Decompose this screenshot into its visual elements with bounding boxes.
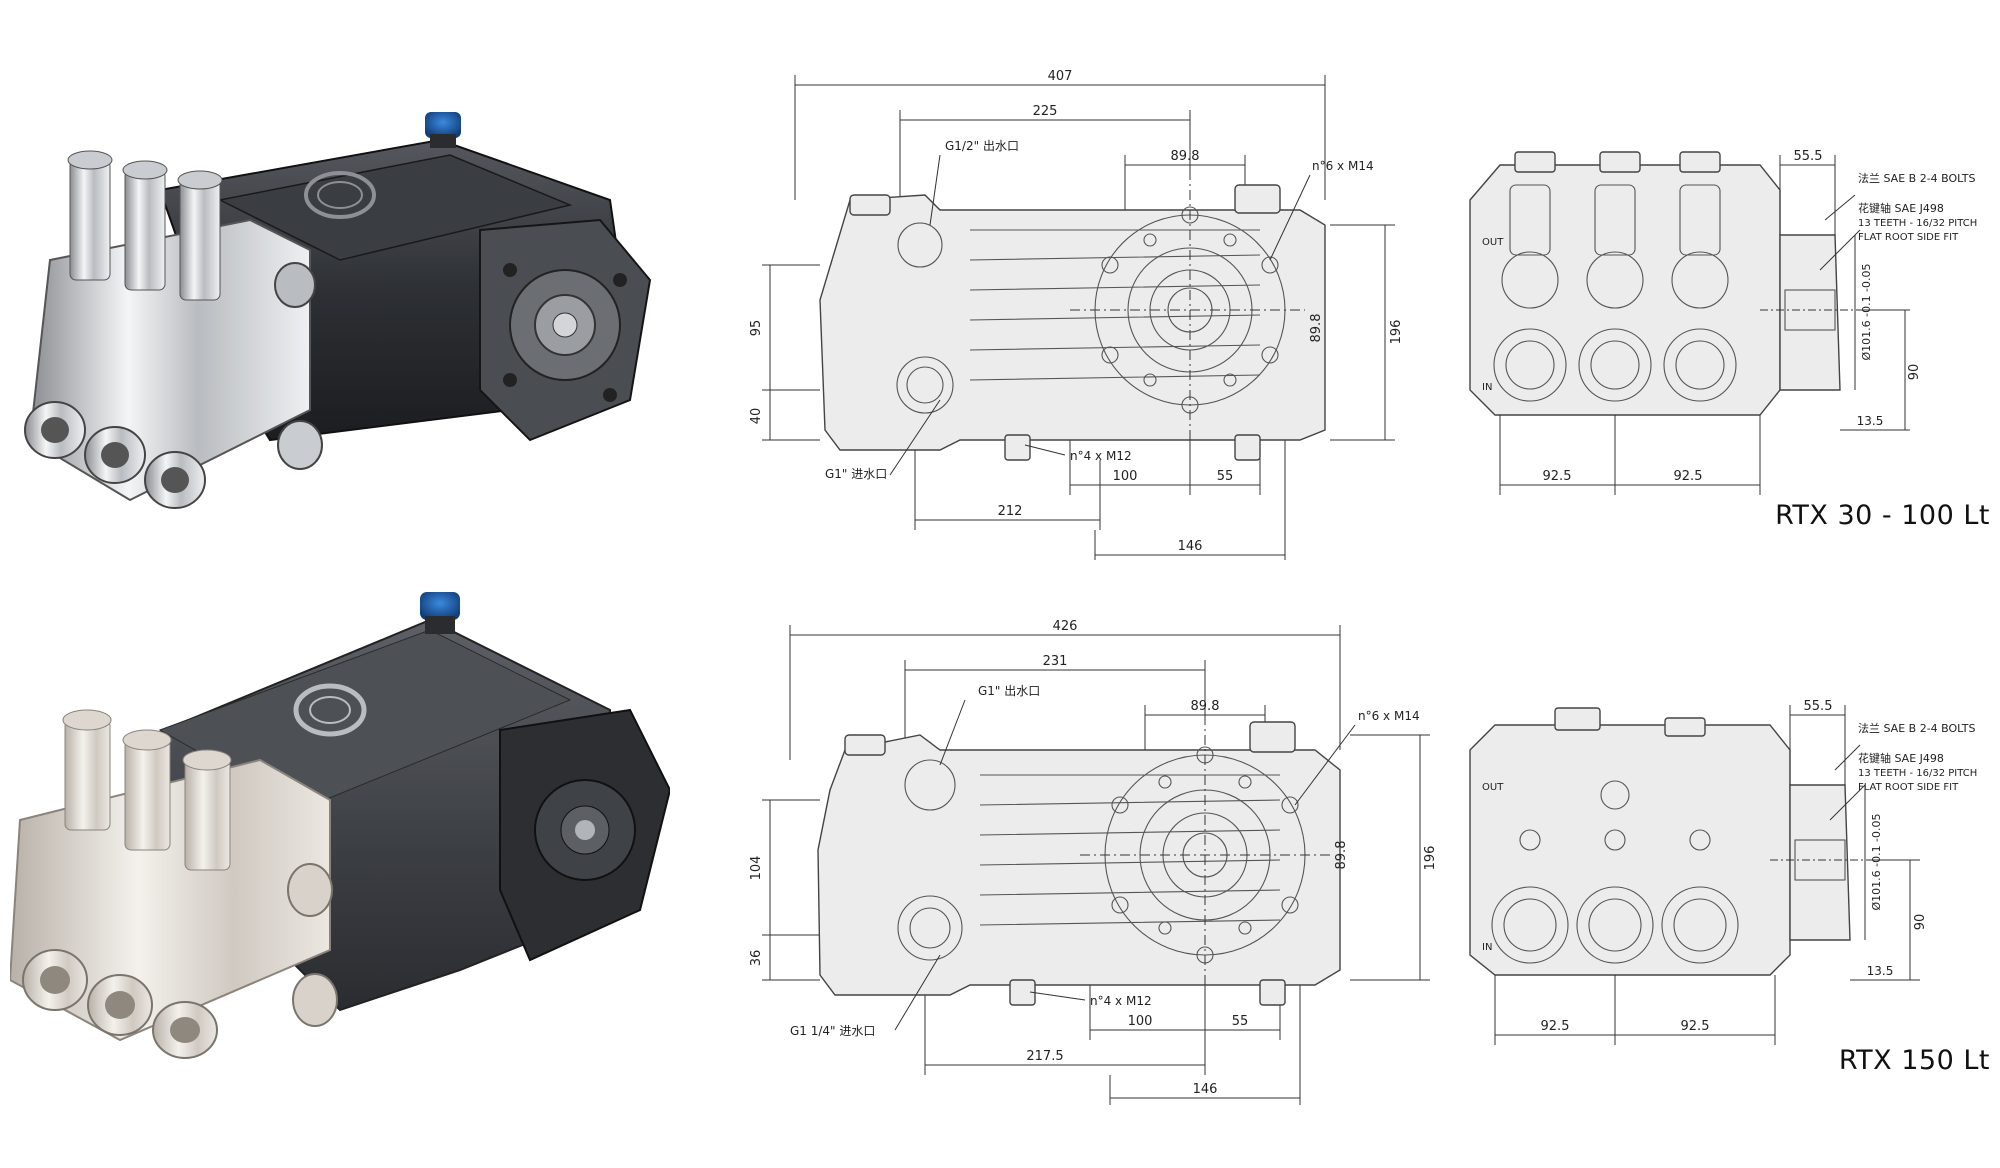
dim-mount-100: 100	[1113, 469, 1138, 484]
model-label-bottom: RTX 150 Lt	[1838, 1045, 1990, 1076]
dim-flange-height: 89.8	[1334, 841, 1349, 870]
dim-total-height: 196	[1423, 846, 1438, 871]
in-port-label: IN	[1482, 942, 1492, 953]
brand-logo-icon	[304, 171, 376, 219]
dim-height-lower: 36	[749, 950, 764, 967]
model-label-top: RTX 30 - 100 Lt	[1775, 500, 1990, 531]
brand-logo-icon	[293, 683, 367, 737]
dim-pitch-right: 92.5	[1674, 469, 1703, 484]
shaft-note-2: 13 TEETH - 16/32 PITCH	[1858, 218, 1977, 229]
dim-base-212: 217.5	[1026, 1049, 1063, 1064]
dim-pitch-left: 92.5	[1543, 469, 1572, 484]
out-port-label: OUT	[1482, 782, 1504, 793]
shaft-note-1: 花键轴 SAE J498	[1858, 751, 1944, 765]
drive-flange-icon	[479, 218, 652, 442]
dim-mount-55: 55	[1232, 1014, 1249, 1029]
dim-base-146: 146	[1193, 1082, 1218, 1097]
shaft-note-1: 花键轴 SAE J498	[1858, 201, 1944, 215]
dim-flange-height: 89.8	[1309, 314, 1324, 343]
dim-flange-width: 89.8	[1171, 149, 1200, 164]
dim-base-146: 146	[1178, 539, 1203, 554]
dim-height-lower: 40	[749, 408, 764, 425]
end-view-drawing-bottom: OUT IN 55.5 法兰 SAE B 2-4 BOLTS 花键轴 SAE J…	[1440, 690, 2000, 1070]
flange-note: 法兰 SAE B 2-4 BOLTS	[1858, 171, 1976, 185]
dim-shaft-height: 90	[1913, 914, 1928, 931]
dim-height-upper: 104	[749, 856, 764, 881]
oil-cap-icon	[425, 112, 461, 148]
dim-diameter: Ø101.6 -0.1 -0.05	[1860, 263, 1873, 360]
pump-head-chrome	[24, 150, 323, 509]
dim-total-height: 196	[1389, 320, 1404, 345]
pump-end-outline	[1469, 707, 1880, 976]
dim-outlet-span: 225	[1033, 104, 1058, 119]
flange-note: 法兰 SAE B 2-4 BOLTS	[1858, 721, 1976, 735]
dim-overall: 407	[1048, 69, 1073, 84]
drive-flange-icon	[499, 708, 672, 962]
mount-holes-label: n°4 x M12	[1070, 449, 1132, 463]
flange-holes-label: n°6 x M14	[1312, 159, 1374, 173]
dim-diameter: Ø101.6 -0.1 -0.05	[1870, 813, 1883, 910]
dim-pitch-right: 92.5	[1681, 1019, 1710, 1034]
dim-height-upper: 95	[749, 320, 764, 337]
oil-cap-icon	[420, 592, 460, 634]
shaft-note-2: 13 TEETH - 16/32 PITCH	[1858, 768, 1977, 779]
outlet-label: G1/2" 出水口	[945, 139, 1019, 153]
side-view-drawing-top: 407 225 89.8 G1/2" 出水口 n°6 x M14 95 40 1…	[740, 60, 1440, 560]
in-port-label: IN	[1482, 382, 1492, 393]
flange-holes-label: n°6 x M14	[1358, 709, 1420, 723]
pump-side-outline	[819, 170, 1326, 461]
dim-mount-55: 55	[1217, 469, 1234, 484]
shaft-note-3: FLAT ROOT SIDE FIT	[1858, 782, 1959, 793]
dim-flange-depth: 55.5	[1794, 149, 1823, 164]
pump-end-outline	[1469, 151, 1870, 416]
out-port-label: OUT	[1482, 237, 1504, 248]
pump-head-nickel	[8, 709, 338, 1059]
dim-shaft-height: 90	[1907, 364, 1922, 381]
dim-mount-100: 100	[1128, 1014, 1153, 1029]
dim-overall: 426	[1053, 619, 1078, 634]
inlet-label: G1 1/4" 进水口	[790, 1024, 875, 1038]
pump-side-outline	[817, 715, 1341, 1006]
pump-photo-top	[10, 110, 670, 530]
inlet-label: G1" 进水口	[825, 467, 887, 481]
end-view-drawing-top: OUT IN 55.5 法兰 SAE B 2-4 BOLTS 花键轴 SAE J…	[1440, 140, 2000, 520]
mount-holes-label: n°4 x M12	[1090, 994, 1152, 1008]
pump-photo-bottom	[8, 590, 672, 1060]
dim-offset: 13.5	[1857, 414, 1884, 428]
dim-flange-width: 89.8	[1191, 699, 1220, 714]
dim-pitch-left: 92.5	[1541, 1019, 1570, 1034]
dim-flange-depth: 55.5	[1804, 699, 1833, 714]
dim-offset: 13.5	[1867, 964, 1894, 978]
dim-outlet-span: 231	[1043, 654, 1068, 669]
outlet-label: G1" 出水口	[978, 684, 1040, 698]
side-view-drawing-bottom: 426 231 89.8 G1" 出水口 n°6 x M14 104 36 19…	[740, 610, 1440, 1110]
shaft-note-3: FLAT ROOT SIDE FIT	[1858, 232, 1959, 243]
dim-base-212: 212	[998, 504, 1023, 519]
